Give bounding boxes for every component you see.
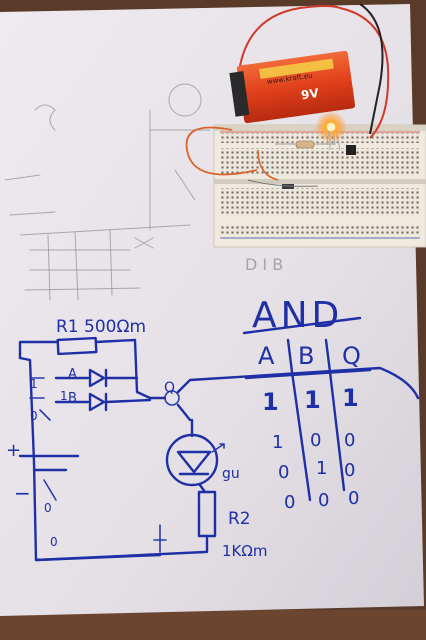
r1-resistor-symbol <box>56 336 98 356</box>
row-1-q: 1 <box>342 384 359 412</box>
r1-label: R1 500Ωm <box>56 317 146 337</box>
row-4-q: 0 <box>348 488 359 509</box>
switch-state-1: 1 <box>30 377 38 391</box>
row-3-q: 0 <box>344 460 355 481</box>
ground-zero-label: 0 <box>50 535 58 549</box>
header-a: A <box>258 342 275 370</box>
switch-state-2: 0 <box>30 409 38 423</box>
row-1-a: 1 <box>262 388 279 416</box>
paper-sheet <box>0 4 424 616</box>
battery-voltage-text: 9V <box>300 86 320 102</box>
diode-b-symbol <box>88 392 106 412</box>
battery-minus-label: − <box>14 481 31 505</box>
switch-state-4: 0 <box>44 501 52 515</box>
header-b: B <box>298 342 314 370</box>
row-4-b: 0 <box>318 490 329 511</box>
row-2-b: 0 <box>310 430 321 451</box>
input-a-label: A <box>68 367 77 382</box>
wood-edge-bottom <box>0 610 426 640</box>
switch-state-3: 1 <box>60 389 68 403</box>
input-b-label: B <box>68 391 77 406</box>
transistor-label: Q <box>164 380 175 396</box>
circuit-drawing: R1 500Ωm + − 1 0 1 0 0 A B Q <box>6 317 420 562</box>
wires <box>185 3 390 181</box>
pencil-label: D I B <box>245 255 283 274</box>
header-q: Q <box>342 342 361 370</box>
r2-label: R2 <box>228 509 251 529</box>
row-4-a: 0 <box>284 492 295 513</box>
breadboard <box>213 124 426 248</box>
transistor-component <box>346 145 356 155</box>
led-label: gu <box>222 466 240 482</box>
row-2-a: 1 <box>272 432 283 453</box>
row-3-a: 0 <box>278 462 289 483</box>
led-lit <box>315 111 347 146</box>
battery-9v: www.kraft.eu 9V <box>229 50 356 124</box>
truth-table: AND A B Q 1 1 1 1 0 0 0 1 0 0 0 0 <box>242 295 372 513</box>
resistor-component <box>295 140 315 149</box>
diode-a-symbol <box>88 368 106 388</box>
row-2-q: 0 <box>344 430 355 451</box>
battery-plus-label: + <box>6 440 21 461</box>
row-3-b: 1 <box>316 458 327 479</box>
row-1-b: 1 <box>304 386 321 414</box>
r2-value: 1KΩm <box>222 542 267 560</box>
pencil-sketch: D I B <box>4 83 283 301</box>
